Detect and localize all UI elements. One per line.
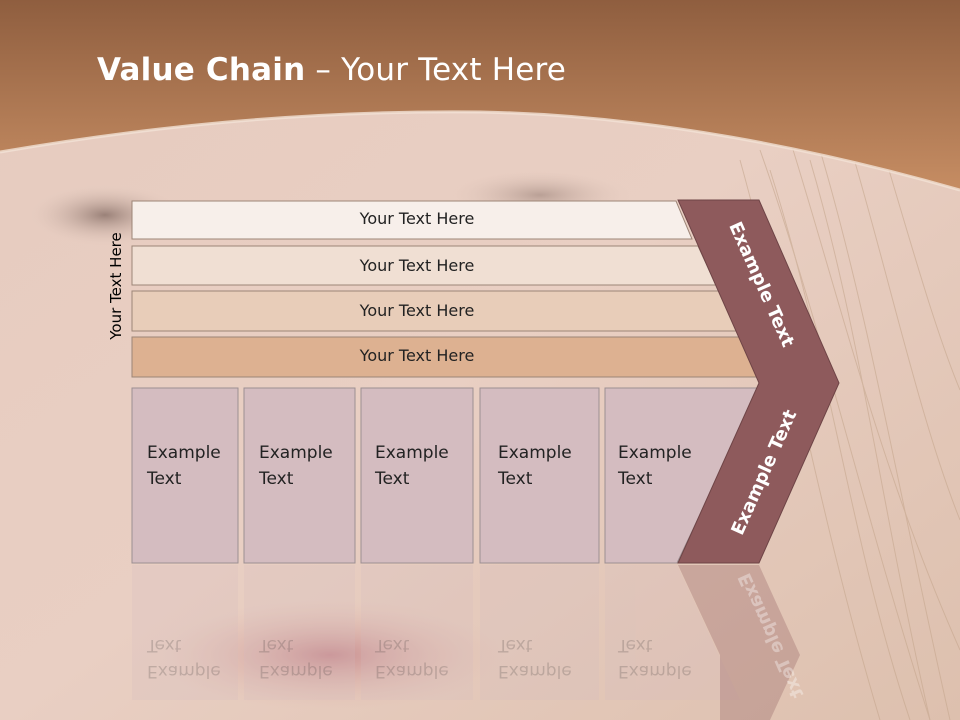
row-label-1: Your Text Here <box>359 209 475 228</box>
row-label-2: Your Text Here <box>359 256 475 275</box>
chevron-reflection <box>678 565 800 720</box>
row-bar-1 <box>131 200 693 240</box>
chevron-arrow <box>677 199 840 564</box>
cell-reflections <box>132 565 740 700</box>
title-rest: – Your Text Here <box>305 52 567 88</box>
lips-shape <box>155 600 505 710</box>
cell-box-2 <box>243 387 356 564</box>
cell-box-3 <box>360 387 474 564</box>
cell-box-1 <box>131 387 239 564</box>
row-label-4: Your Text Here <box>359 346 475 365</box>
slide-title: Value Chain – Your Text Here <box>97 52 566 88</box>
cell-box-4 <box>479 387 600 564</box>
header-band <box>0 0 960 190</box>
title-bold: Value Chain <box>97 52 306 88</box>
row-label-3: Your Text Here <box>359 301 475 320</box>
cell-box-5 <box>604 387 761 564</box>
